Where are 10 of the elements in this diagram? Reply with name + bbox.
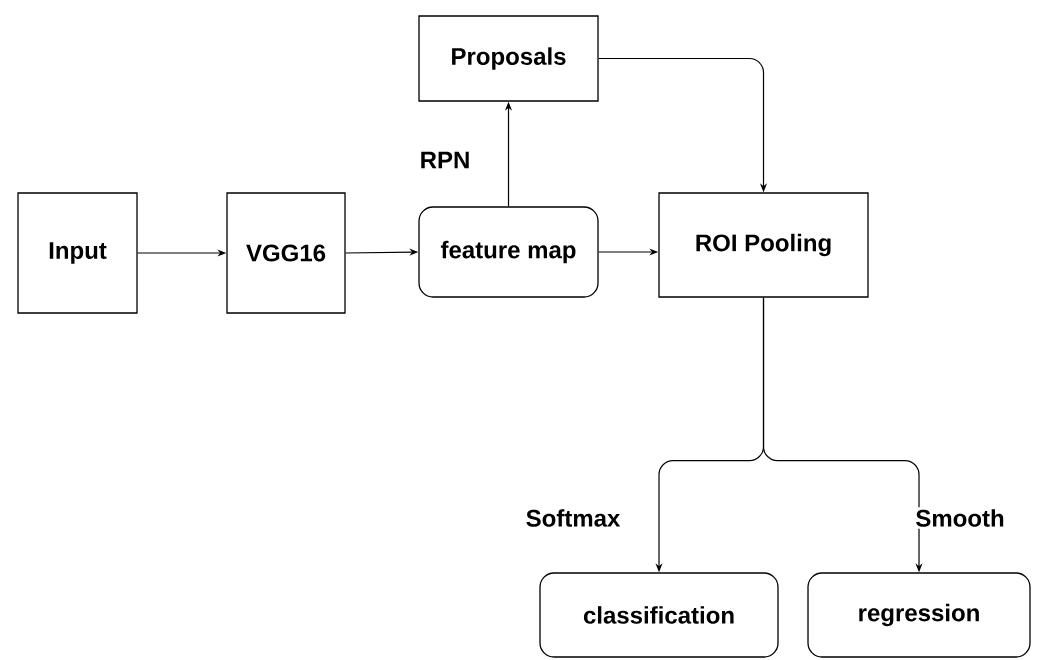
process-box: Proposals [418,15,599,102]
rounded-box: regression [807,572,1031,658]
edge-label: RPN [417,149,473,171]
rounded-box: feature map [418,206,599,298]
process-box: VGG16 [226,192,346,314]
process-box: ROI Pooling [658,192,869,298]
rounded-box: classification [539,572,779,658]
edge-label: Softmax [523,507,623,529]
edge-label: Smooth [913,507,1007,529]
process-box: Input [17,192,138,314]
